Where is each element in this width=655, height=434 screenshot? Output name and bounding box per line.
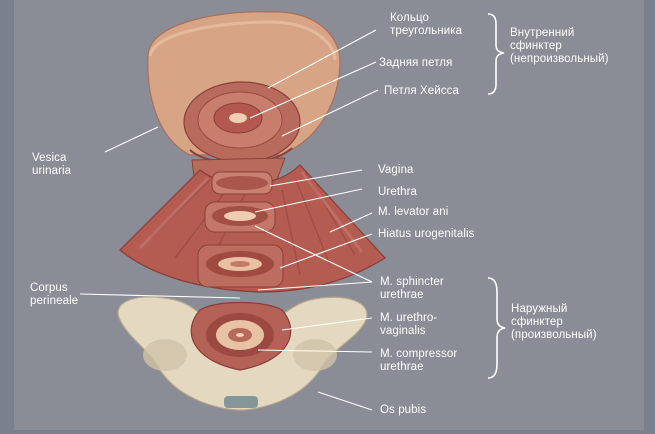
label-heiss-loop: Петля Хейсса (384, 85, 459, 98)
label-vagina: Vagina (378, 164, 414, 177)
label-os-pubis: Os pubis (380, 404, 426, 417)
label-posterior-loop: Задняя петля (379, 57, 452, 70)
label-urethra: Urethra (378, 186, 417, 199)
label-hiatus-urogenitalis: Hiatus urogenitalis (378, 228, 475, 241)
label-urethrovaginalis: M. urethro-vaginalis (380, 312, 437, 338)
label-levator-ani: M. levator ani (378, 206, 448, 219)
